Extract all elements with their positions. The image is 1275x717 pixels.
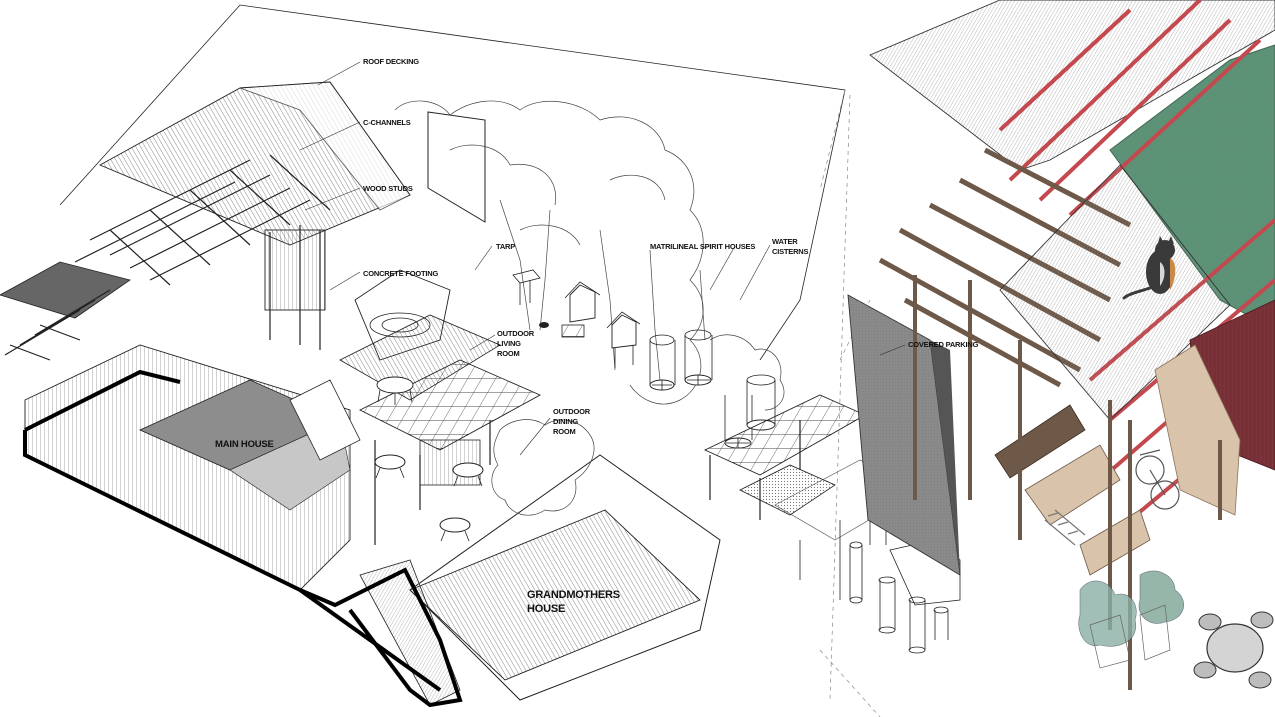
projection-lines: [819, 89, 851, 701]
site-axonometric: ROOF DECKING C-CHANNELS WOOD STUDS CONCR…: [0, 4, 961, 708]
label-spirit-houses: MATRILINEAL SPIRIT HOUSES: [650, 242, 755, 251]
label-water-line2: CISTERNS: [772, 247, 809, 256]
label-outdoor-living-1: OUTDOOR: [497, 329, 535, 338]
grandmothers-house: [359, 454, 721, 706]
detail-axonometric: COVERED PARKING: [847, 0, 1275, 690]
label-c-channels: C-CHANNELS: [363, 118, 411, 127]
carport-frame: [703, 394, 921, 600]
label-outdoor-dining-2: DINING: [553, 417, 578, 426]
label-concrete-footing: CONCRETE FOOTING: [363, 269, 438, 278]
tarp-panel: [427, 111, 486, 223]
c-channels-grid: [74, 154, 331, 286]
label-roof-decking: ROOF DECKING: [363, 57, 419, 66]
label-wood-studs: WOOD STUDS: [363, 184, 413, 193]
tree-canopy: [394, 100, 785, 516]
leader-lines: [299, 61, 771, 456]
label-outdoor-dining-1: OUTDOOR: [553, 407, 591, 416]
label-water-line1: WATER: [772, 237, 798, 246]
label-outdoor-living-3: ROOM: [497, 349, 520, 358]
roof-lower-panel: [999, 164, 1231, 421]
label-outdoor-dining-3: ROOM: [553, 427, 576, 436]
label-grandmothers-1: GRANDMOTHERS: [527, 589, 620, 601]
potted-plants: [1078, 570, 1184, 669]
site-outline-left: [23, 369, 301, 592]
label-grandmothers-2: HOUSE: [527, 603, 565, 615]
label-covered-parking: COVERED PARKING: [908, 340, 979, 349]
shed-roof: [0, 261, 131, 319]
label-tarp: TARP: [496, 242, 515, 251]
bicycle: [1135, 449, 1180, 510]
cat-figure: [1122, 236, 1176, 300]
label-main-house: MAIN HOUSE: [215, 439, 274, 450]
leader-covered-parking: [879, 344, 906, 356]
round-table-living: [376, 376, 414, 405]
dining-chairs: [374, 454, 484, 542]
round-table-with-chairs: [1193, 611, 1274, 689]
label-outdoor-living-2: LIVING: [497, 339, 521, 348]
left-pergola: [4, 289, 111, 361]
spirit-houses: [512, 269, 641, 368]
site-outline-front: [299, 567, 463, 708]
pergola-grid: [358, 359, 542, 545]
wood-studs-frame: [264, 225, 326, 350]
